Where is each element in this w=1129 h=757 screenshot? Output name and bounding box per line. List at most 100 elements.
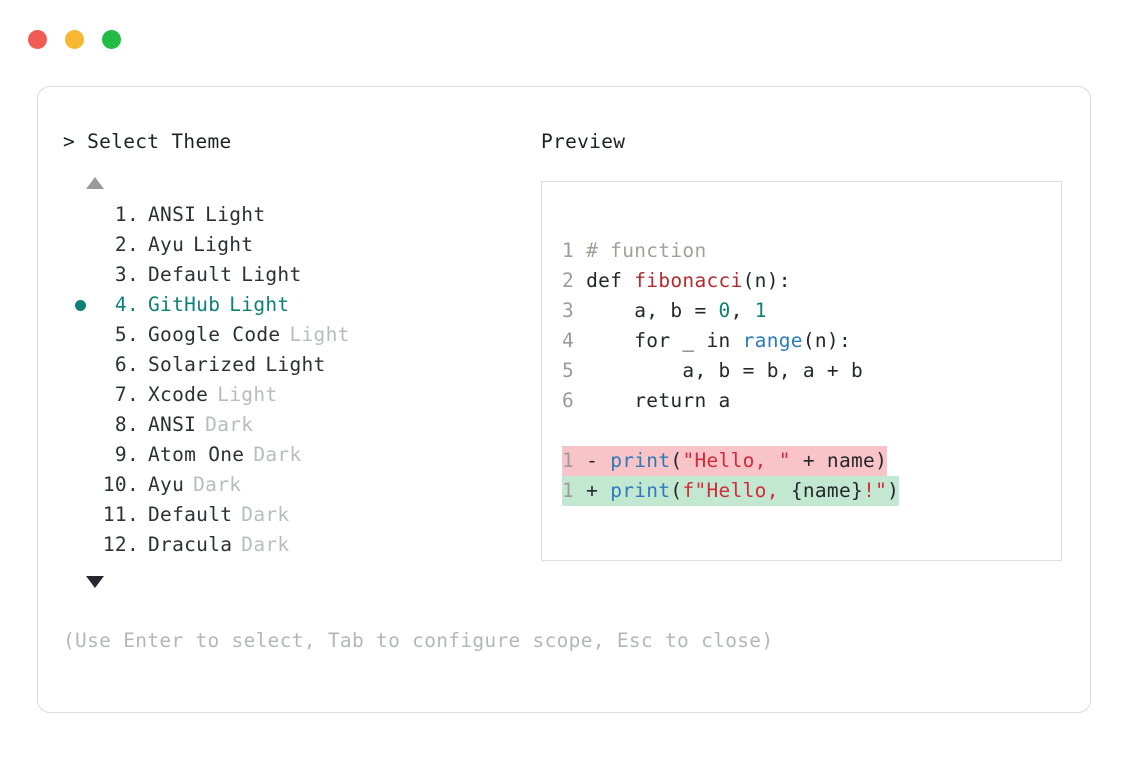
code-token: a, b = b, a + b — [586, 359, 864, 382]
code-line: 5 a, b = b, a + b — [562, 356, 899, 386]
code-token: print — [610, 479, 671, 502]
theme-list-item[interactable]: 2. Ayu Light — [63, 230, 533, 260]
selection-bullet-slot — [63, 200, 97, 230]
diff-line: 1 + print(f"Hello, {name}!") — [562, 476, 900, 506]
code-line: 1 # function — [562, 236, 899, 266]
line-number: 2 — [562, 269, 587, 292]
theme-item-index: 11. — [102, 503, 139, 526]
selection-bullet-icon — [74, 299, 86, 311]
theme-item-name: ANSI — [148, 413, 197, 436]
selection-bullet-slot — [63, 380, 97, 410]
maximize-dot-icon[interactable] — [102, 30, 121, 49]
theme-item-variant: Dark — [205, 413, 254, 436]
theme-item-name: Ayu — [148, 233, 185, 256]
selection-bullet-slot — [63, 410, 97, 440]
theme-item-index: 9. — [114, 443, 139, 466]
keyboard-hint: (Use Enter to select, Tab to configure s… — [63, 629, 774, 652]
code-line: 2 def fibonacci(n): — [562, 266, 899, 296]
selection-bullet-slot — [63, 470, 97, 500]
line-number: 1 — [562, 239, 587, 262]
theme-item-variant: Dark — [241, 503, 290, 526]
theme-item-variant: Dark — [253, 443, 302, 466]
theme-item-name: ANSI — [148, 203, 197, 226]
theme-item-name: Atom One — [148, 443, 245, 466]
code-line: 4 for _ in range(n): — [562, 326, 899, 356]
code-token: + name) — [790, 449, 888, 472]
theme-item-index: 7. — [114, 383, 139, 406]
code-token: print — [610, 449, 671, 472]
theme-item-index: 3. — [114, 263, 139, 286]
close-dot-icon[interactable] — [28, 30, 47, 49]
code-blank-line — [562, 416, 899, 446]
theme-item-name: Google Code — [148, 323, 281, 346]
code-token: fibonacci — [634, 269, 743, 292]
line-number: 6 — [562, 389, 587, 412]
code-token: a, b = — [586, 299, 719, 322]
theme-item-variant: Dark — [241, 533, 290, 556]
selection-bullet-slot — [63, 320, 97, 350]
diff-line: 1 - print("Hello, " + name) — [562, 446, 899, 476]
code-token: for _ in — [586, 329, 743, 352]
line-number: 5 — [562, 359, 587, 382]
theme-item-name: GitHub — [148, 293, 221, 316]
triangle-down-icon[interactable] — [86, 576, 104, 588]
theme-item-variant: Light — [241, 263, 302, 286]
theme-item-variant: Light — [205, 203, 266, 226]
theme-item-index: 8. — [114, 413, 139, 436]
theme-list-item[interactable]: 8. ANSI Dark — [63, 410, 533, 440]
line-number: 1 — [562, 479, 587, 502]
theme-list-item[interactable]: 3. Default Light — [63, 260, 533, 290]
theme-item-variant: Light — [217, 383, 278, 406]
selection-bullet-slot — [63, 350, 97, 380]
window-controls — [28, 30, 121, 49]
theme-item-variant: Light — [193, 233, 254, 256]
page-title: > Select Theme — [63, 130, 232, 153]
theme-item-index: 12. — [102, 533, 139, 556]
theme-item-index: 6. — [114, 353, 139, 376]
line-number: 4 — [562, 329, 587, 352]
selection-bullet-slot — [63, 500, 97, 530]
theme-item-variant: Dark — [193, 473, 242, 496]
code-token: def — [586, 269, 635, 292]
triangle-up-icon[interactable] — [86, 177, 104, 189]
theme-item-variant: Light — [289, 323, 350, 346]
code-token: f"Hello, — [682, 479, 791, 502]
theme-item-variant: Light — [229, 293, 290, 316]
selection-bullet-slot — [63, 230, 97, 260]
theme-list-item[interactable]: 9. Atom One Dark — [63, 440, 533, 470]
code-token: ) — [887, 479, 900, 502]
preview-title: Preview — [541, 130, 626, 153]
selection-bullet-slot — [63, 530, 97, 560]
theme-item-name: Default — [148, 263, 233, 286]
selection-bullet-slot — [63, 290, 97, 320]
theme-item-index: 2. — [114, 233, 139, 256]
code-token: (n): — [742, 269, 791, 292]
code-token: "Hello, " — [682, 449, 791, 472]
selection-bullet-slot — [63, 260, 97, 290]
minimize-dot-icon[interactable] — [65, 30, 84, 49]
code-token: {name} — [790, 479, 864, 502]
theme-item-name: Solarized — [148, 353, 257, 376]
line-number: 3 — [562, 299, 587, 322]
diff-marker: + — [586, 479, 611, 502]
line-number: 1 — [562, 449, 587, 472]
code-token: return a — [586, 389, 731, 412]
theme-item-name: Ayu — [148, 473, 185, 496]
diff-added-line: 1 + print(f"Hello, {name}!") — [562, 476, 900, 506]
diff-removed-line: 1 - print("Hello, " + name) — [562, 446, 888, 476]
code-line: 3 a, b = 0, 1 — [562, 296, 899, 326]
